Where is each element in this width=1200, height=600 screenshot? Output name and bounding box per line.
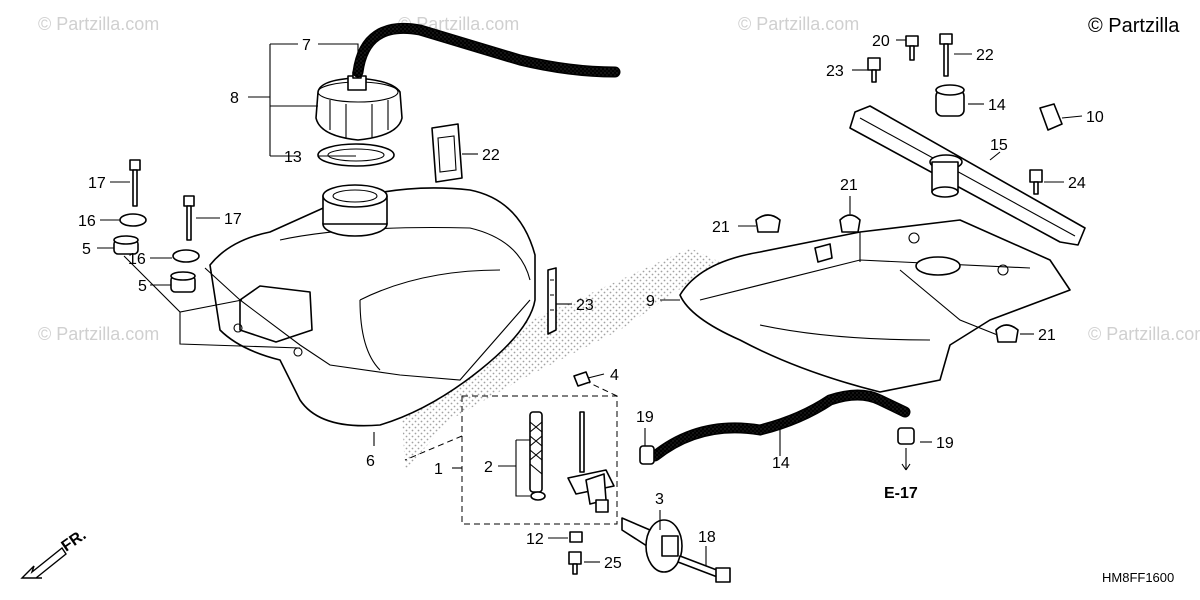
callout-label: 22 xyxy=(976,47,994,64)
grommet xyxy=(995,324,1019,343)
callout-label: 13 xyxy=(284,149,302,166)
mount-grommet xyxy=(170,271,196,293)
callout-label: 12 xyxy=(526,531,544,548)
callout-label: 15 xyxy=(990,137,1008,154)
callout-label: 5 xyxy=(138,278,147,295)
mount-collar xyxy=(119,213,147,227)
callout-label: 16 xyxy=(128,251,146,268)
tube-clip xyxy=(897,427,915,445)
flange-bolt xyxy=(939,33,953,77)
reference-label: E-17 xyxy=(884,485,918,502)
valve-nut xyxy=(573,371,591,387)
valve-assembly-box xyxy=(461,395,618,525)
callout-label: 21 xyxy=(712,219,730,236)
callout-label: 17 xyxy=(88,175,106,192)
mount-nut xyxy=(569,531,583,543)
callout-label: 8 xyxy=(230,90,239,107)
valve-cover xyxy=(621,517,683,573)
watermark: © Partzilla.com xyxy=(738,14,859,34)
fuel-valve xyxy=(567,411,615,513)
front-direction-arrow: FR. xyxy=(20,527,89,579)
fuel-cap xyxy=(315,71,403,141)
fuel-tank xyxy=(209,184,536,427)
clamp xyxy=(1039,103,1063,131)
callout-label: 25 xyxy=(604,555,622,572)
callout-label: 4 xyxy=(610,367,619,384)
callout-label: 19 xyxy=(636,409,654,426)
callout-label: 5 xyxy=(82,241,91,258)
callout-label: 7 xyxy=(302,37,311,54)
watermark: © Partzilla.com xyxy=(38,14,159,34)
mounting-bracket xyxy=(849,105,1086,246)
long-bolt xyxy=(677,555,731,583)
mount-collar xyxy=(172,249,200,263)
callout-label: 21 xyxy=(840,177,858,194)
bushing xyxy=(935,84,965,117)
callout-label: 3 xyxy=(655,491,664,508)
grommet xyxy=(839,214,861,233)
callout-label: 24 xyxy=(1068,175,1086,192)
callout-label: 20 xyxy=(872,33,890,50)
watermark: © Partzilla.com xyxy=(1088,324,1200,344)
callout-label: 14 xyxy=(988,97,1006,114)
callout-label: 22 xyxy=(482,147,500,164)
rubber-pad xyxy=(431,123,463,183)
mount-bolt xyxy=(183,195,195,241)
tank-guard xyxy=(679,219,1071,393)
bolt xyxy=(568,551,582,575)
callout-label: 18 xyxy=(698,529,716,546)
copyright-text: © Partzilla xyxy=(1088,15,1180,37)
callout-label: 23 xyxy=(826,63,844,80)
leader-lines xyxy=(97,39,1083,566)
mount-grommet xyxy=(113,235,139,255)
callout-label: 6 xyxy=(366,453,375,470)
callout-label: 23 xyxy=(576,297,594,314)
callouts: 7 8 13 22 17 16 5 17 16 5 6 23 4 1 2 19 … xyxy=(78,33,1104,572)
callout-label: 16 xyxy=(78,213,96,230)
rubber-strip xyxy=(547,267,557,335)
callout-label: 19 xyxy=(936,435,954,452)
callout-label: 9 xyxy=(646,293,655,310)
flange-bolt xyxy=(867,57,881,83)
callout-label: 17 xyxy=(224,211,242,228)
grommet xyxy=(755,214,781,233)
callout-label: 2 xyxy=(484,459,493,476)
tube-clip xyxy=(639,445,655,465)
flange-bolt xyxy=(1029,169,1043,195)
diagram-code: HM8FF1600 xyxy=(1102,570,1174,585)
mount-bolt xyxy=(129,159,141,207)
cap-seal xyxy=(317,143,395,167)
mount-hole xyxy=(233,323,243,333)
dash-connector xyxy=(404,375,618,461)
shading-band xyxy=(400,248,720,470)
callout-label: 21 xyxy=(1038,327,1056,344)
callout-label: 1 xyxy=(434,461,443,478)
fuel-strainer xyxy=(529,411,546,501)
callout-label: 14 xyxy=(772,455,790,472)
watermark: © Partzilla.com xyxy=(38,324,159,344)
small-bolt xyxy=(905,35,919,61)
callout-label: 10 xyxy=(1086,109,1104,126)
